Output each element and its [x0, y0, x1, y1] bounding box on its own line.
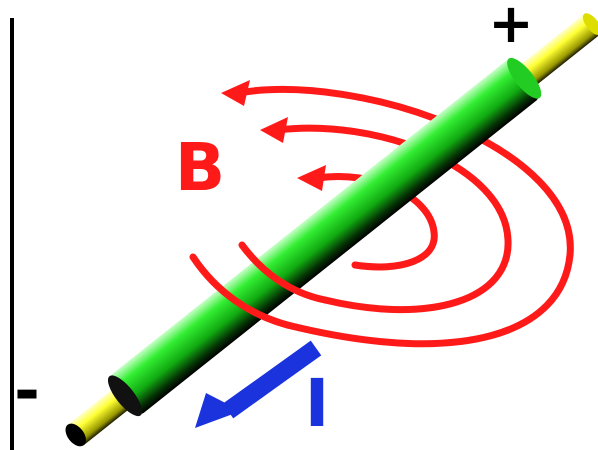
wire-insulation-far-end — [507, 57, 542, 99]
negative-terminal-label: - — [14, 354, 40, 427]
wire — [65, 13, 598, 447]
magnetic-field-lines-back — [234, 86, 574, 348]
field-loop-outer-back — [234, 86, 574, 348]
wire-core-far-end — [582, 13, 598, 35]
field-arrowhead-middle — [260, 117, 288, 143]
field-arrowhead-outer — [221, 80, 250, 106]
current-arrowhead — [195, 393, 241, 428]
magnetic-field-lines-front — [189, 241, 329, 332]
wire-insulation — [111, 60, 539, 414]
field-loop-middle-back — [274, 124, 512, 314]
wire-core-end — [65, 423, 86, 447]
current-arrow — [195, 340, 322, 428]
field-arrowheads — [221, 80, 326, 191]
field-loop-outer-front — [189, 253, 304, 332]
wire-insulation-end — [107, 375, 143, 417]
current-label: I — [305, 365, 330, 442]
positive-terminal-label: + — [488, 0, 533, 55]
field-arrowhead-inner — [297, 165, 326, 191]
magnetic-field-label: B — [175, 129, 225, 206]
field-loop-middle-front — [238, 241, 329, 304]
